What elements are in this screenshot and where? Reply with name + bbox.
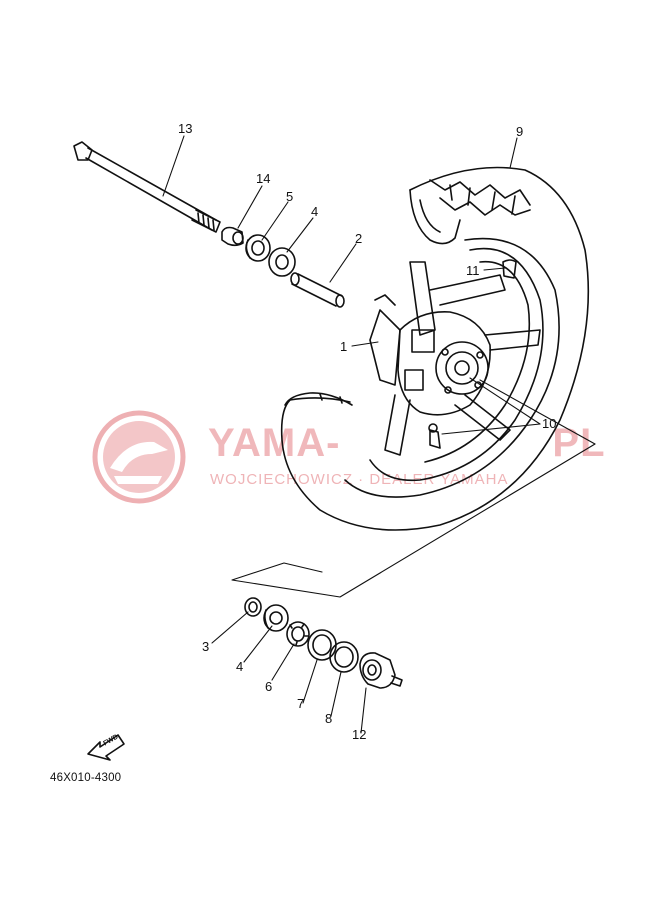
assembly-line: [231, 443, 596, 598]
callout-11: 11: [466, 263, 480, 278]
oil-seal-3: [244, 597, 262, 617]
callout-9: 9: [516, 124, 524, 139]
callout-13: 13: [178, 121, 193, 136]
callout-2: 2: [355, 231, 363, 246]
leader-lines: [162, 135, 541, 734]
bearing-4-top: [268, 247, 296, 277]
callout-3: 3: [202, 639, 210, 654]
callout-4-bottom: 4: [236, 659, 244, 674]
tire: [280, 166, 590, 531]
callout-8: 8: [325, 711, 333, 726]
callout-6: 6: [265, 679, 273, 694]
part-number: 46X010-4300: [50, 772, 122, 784]
watermark-logo: [92, 410, 186, 504]
wheel-rim: [369, 247, 544, 482]
watermark-subtitle: WOJCIECHOWICZ · DEALER YAMAHA: [210, 471, 509, 488]
callout-10: 10: [542, 416, 557, 431]
callout-14: 14: [256, 171, 271, 186]
assembly-line-top: [479, 379, 596, 445]
collar-14: [221, 226, 244, 247]
watermark-title: YAMA-PL: [208, 421, 606, 465]
bearing-4-bottom: [263, 604, 289, 632]
retainer-6: [286, 621, 310, 647]
spacer-2: [290, 272, 345, 308]
bearing-5: [245, 234, 271, 262]
gear-unit-12: [359, 652, 403, 689]
callout-12: 12: [352, 727, 367, 742]
ring-8: [329, 641, 359, 673]
ring-7: [307, 629, 337, 661]
fwd-arrow: [87, 734, 125, 761]
axle: [73, 141, 221, 233]
callout-4-top: 4: [311, 204, 319, 219]
callout-5: 5: [286, 189, 294, 204]
callout-1: 1: [340, 339, 348, 354]
callout-7: 7: [297, 696, 305, 711]
